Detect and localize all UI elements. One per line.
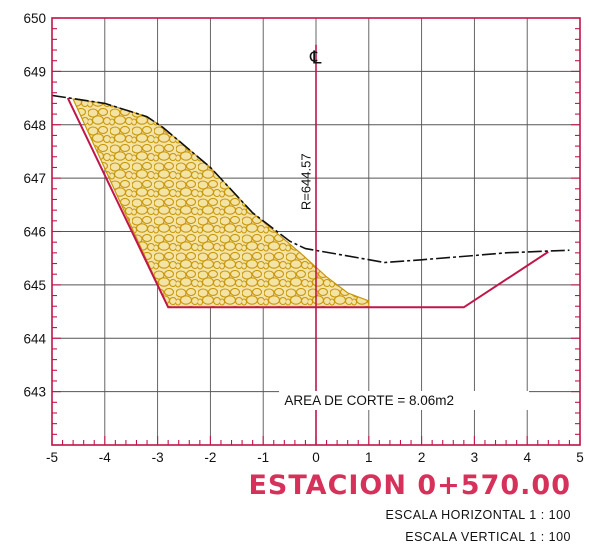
x-tick-label: -5 (46, 450, 58, 465)
y-tick-label: 646 (23, 225, 46, 240)
y-tick-label: 649 (23, 64, 46, 79)
y-tick-label: 650 (23, 11, 46, 26)
x-tick-label: 0 (312, 450, 320, 465)
horizontal-scale-label: ESCALA HORIZONTAL 1 : 100 (385, 508, 571, 522)
x-tick-label: -3 (152, 450, 164, 465)
x-tick-label: 3 (471, 450, 479, 465)
x-tick-label: -4 (99, 450, 111, 465)
rasante-label: R=644.57 (299, 153, 314, 210)
x-tick-label: 5 (576, 450, 584, 465)
natural-terrain-line (51, 94, 570, 264)
x-tick-label: 4 (523, 450, 531, 465)
x-tick-label: -1 (257, 450, 269, 465)
axis-ticks (51, 17, 581, 446)
x-tick-label: 1 (365, 450, 373, 465)
x-tick-label: 2 (418, 450, 426, 465)
y-tick-label: 644 (23, 331, 46, 346)
area-label-background (279, 390, 530, 410)
y-tick-label: 643 (23, 385, 46, 400)
y-tick-label: 645 (23, 278, 46, 293)
cut-area-label: AREA DE CORTE = 8.06m2 (284, 393, 454, 408)
station-title: ESTACION 0+570.00 (248, 470, 571, 501)
y-tick-label: 648 (23, 118, 46, 133)
vertical-scale-label: ESCALA VERTICAL 1 : 100 (405, 530, 571, 544)
y-tick-label: 647 (23, 171, 46, 186)
axis-labels: -5 -4 -3 -2 -1 0 1 2 3 4 5 650 649 648 647 646 645 644 643 (23, 11, 583, 465)
cross-section-drawing: -5 -4 -3 -2 -1 0 1 2 3 4 5 650 649 648 647 646 645 644 643… (23, 11, 583, 465)
x-tick-label: -2 (204, 450, 216, 465)
centerline-symbol: ℄ (309, 47, 322, 68)
